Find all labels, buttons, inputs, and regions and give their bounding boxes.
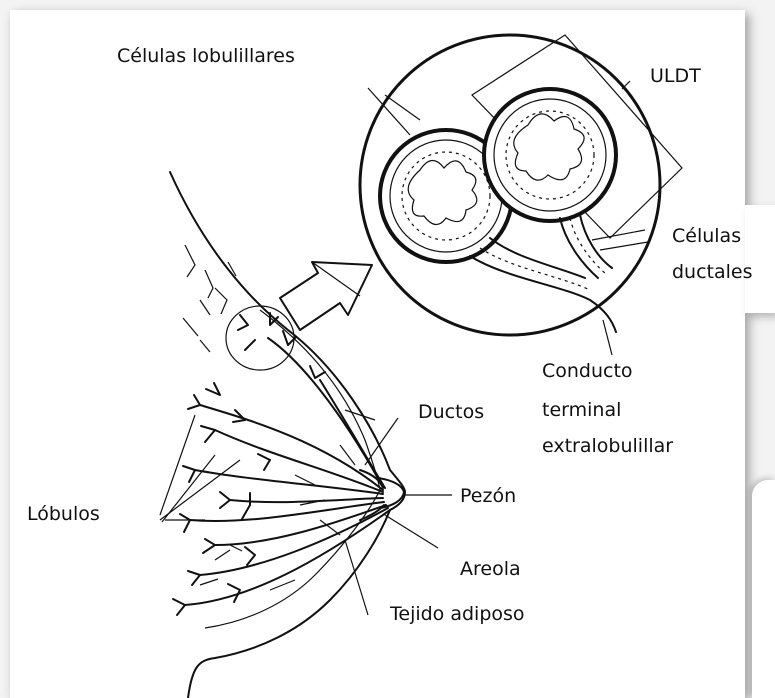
label-areola: Areola xyxy=(460,555,521,583)
label-nipple: Pezón xyxy=(460,482,516,510)
label-ducts: Ductos xyxy=(418,398,484,426)
label-ductal-cells-line2: ductales xyxy=(672,258,753,286)
label-adipose-tissue: Tejido adiposo xyxy=(390,600,525,628)
lobule-highlight-circle xyxy=(226,306,294,370)
label-lobules: Lóbulos xyxy=(27,500,100,528)
lobule-clusters xyxy=(173,313,325,615)
label-terminal-duct-line3: extralobulillar xyxy=(542,432,673,460)
label-terminal-duct-line1: Conducto xyxy=(542,357,633,385)
label-terminal-duct-line2: terminal xyxy=(542,396,621,424)
terminal-lobule-right xyxy=(484,89,616,221)
label-uldt: ULDT xyxy=(650,62,701,90)
label-lobular-cells: Células lobulillares xyxy=(117,42,295,70)
label-ductal-cells-line1: Células xyxy=(672,222,741,250)
